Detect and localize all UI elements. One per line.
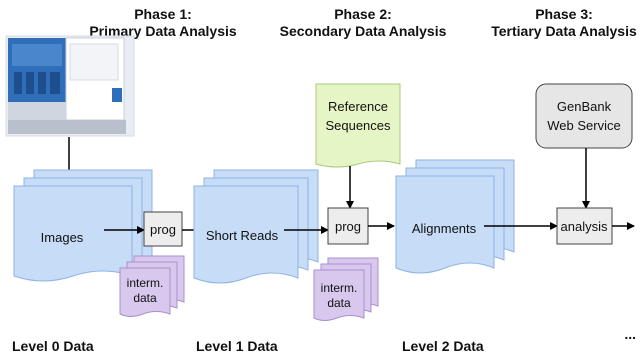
reference-line1: Reference bbox=[328, 99, 388, 114]
reference-line2: Sequences bbox=[325, 118, 391, 133]
prog-1-box bbox=[143, 211, 183, 247]
prog-2-box bbox=[327, 207, 369, 245]
analysis-box bbox=[556, 207, 613, 245]
genbank-line2: Web Service bbox=[547, 118, 620, 133]
intermediate-data-stack-1 bbox=[119, 255, 185, 317]
phase-3-title: Phase 3: bbox=[535, 6, 593, 22]
phase-3-header: Phase 3: Tertiary Data Analysis bbox=[474, 6, 642, 40]
phase-1-header: Phase 1: Primary Data Analysis bbox=[78, 6, 248, 40]
reference-sequences-document bbox=[315, 83, 401, 168]
phase-2-title: Phase 2: bbox=[334, 6, 392, 22]
images-document-stack bbox=[13, 169, 153, 282]
phase-3-subtitle: Tertiary Data Analysis bbox=[491, 23, 637, 39]
genbank-line1: GenBank bbox=[557, 99, 612, 114]
images-label: Images bbox=[41, 230, 84, 245]
analysis-label: analysis bbox=[561, 219, 608, 234]
level-1-label: Level 1 Data bbox=[196, 338, 278, 354]
level-0-label: Level 0 Data bbox=[12, 338, 94, 354]
continuation-ellipsis: ... bbox=[624, 326, 636, 342]
intermediate-1-line1: interm. bbox=[127, 276, 164, 290]
phase-1-subtitle: Primary Data Analysis bbox=[89, 23, 237, 39]
short-reads-document-stack bbox=[193, 169, 319, 284]
short-reads-label: Short Reads bbox=[206, 228, 279, 243]
prog-1-label: prog bbox=[150, 222, 176, 237]
phase-2-header: Phase 2: Secondary Data Analysis bbox=[268, 6, 458, 40]
prog-2-label: prog bbox=[335, 219, 361, 234]
phase-1-title: Phase 1: bbox=[134, 6, 192, 22]
intermediate-1-line2: data bbox=[133, 291, 157, 305]
intermediate-data-stack-2 bbox=[313, 257, 379, 321]
alignments-document-stack bbox=[395, 159, 515, 274]
alignments-label: Alignments bbox=[412, 221, 477, 236]
genbank-web-service-box bbox=[535, 83, 633, 149]
intermediate-2-line2: data bbox=[327, 296, 351, 310]
level-2-label: Level 2 Data bbox=[402, 338, 484, 354]
phase-2-subtitle: Secondary Data Analysis bbox=[279, 23, 447, 39]
sequencer-instrument-image bbox=[5, 35, 135, 137]
intermediate-2-line1: interm. bbox=[321, 281, 358, 295]
